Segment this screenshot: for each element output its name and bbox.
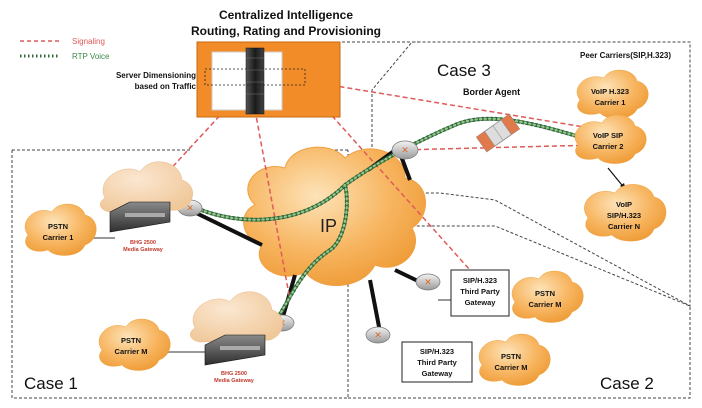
tp-upper-line2: Third Party — [460, 287, 500, 296]
case3-label: Case 3 — [437, 61, 491, 80]
ip-cloud: IP — [243, 146, 426, 286]
cloud-voip-sip-carrier2: VoIP SIP Carrier 2 — [574, 114, 647, 164]
case1-label: Case 1 — [24, 374, 78, 393]
bhg-top-line1: BHG 2500 — [130, 240, 156, 246]
firewall-icon — [475, 113, 521, 153]
voip-h323-line1: VoIP H.323 — [591, 87, 629, 96]
voip-sip-line2: Carrier 2 — [593, 142, 624, 151]
voip-n-line1: VoIP — [616, 200, 632, 209]
bhg-bottom-line1: BHG 2500 — [221, 371, 247, 377]
voip-sip-line1: VoIP SIP — [593, 131, 623, 140]
pstn-m-mid-line1: PSTN — [535, 289, 555, 298]
case3-region — [332, 41, 691, 307]
cloud-pstn-carrier-m-left: PSTN Carrier M — [98, 318, 171, 371]
legend-rtp-label: RTP Voice — [72, 52, 110, 61]
server-note-line2: based on Traffic — [135, 82, 197, 91]
tp-lower-line2: Third Party — [417, 358, 457, 367]
router-icon: ✕ — [424, 277, 432, 287]
tp-upper-line1: SIP/H.323 — [463, 276, 497, 285]
tp-lower-line3: Gateway — [422, 369, 454, 378]
cloud-pstn-carrier1: PSTN Carrier 1 — [24, 203, 97, 256]
case2-label: Case 2 — [600, 374, 654, 393]
server-rack-icon — [245, 47, 265, 115]
pstn-m-mid-line2: Carrier M — [529, 300, 562, 309]
pstn-m-bottom-line1: PSTN — [501, 352, 521, 361]
case2-region — [348, 225, 691, 399]
pstn-carrier1-line1: PSTN — [48, 222, 68, 231]
pstn-m-bottom-line2: Carrier M — [495, 363, 528, 372]
router-case2-lower: ✕ — [365, 326, 391, 344]
voip-n-line3: Carrier N — [608, 222, 640, 231]
router-case3: ✕ — [391, 140, 419, 160]
tp-upper-line3: Gateway — [465, 298, 497, 307]
peer-carriers-label: Peer Carriers(SIP,H.323) — [580, 51, 671, 60]
server-note-line1: Server Dimensioning — [116, 71, 196, 80]
voip-h323-line2: Carrier 1 — [595, 98, 626, 107]
pstn-m-left-line1: PSTN — [121, 336, 141, 345]
third-party-gateway-upper: SIP/H.323 Third Party Gateway — [450, 269, 510, 317]
bhg-top-line2: Media Gateway — [123, 247, 164, 253]
centralized-intelligence: Centralized Intelligence Routing, Rating… — [191, 8, 381, 118]
third-party-gateway-lower: SIP/H.323 Third Party Gateway — [401, 341, 473, 383]
border-agent: Border Agent — [463, 87, 521, 153]
title-line2: Routing, Rating and Provisioning — [191, 24, 381, 38]
cloud-pstn-carrier-m-mid: PSTN Carrier M — [511, 270, 584, 323]
bhg-gateway-bottom: BHG 2500 Media Gateway — [190, 291, 283, 384]
router-icon: ✕ — [374, 330, 382, 340]
pstn-carrier1-line2: Carrier 1 — [43, 233, 74, 242]
router-icon: ✕ — [401, 145, 409, 155]
legend-signaling-label: Signaling — [72, 37, 105, 46]
border-agent-label: Border Agent — [463, 87, 520, 97]
pstn-m-left-line2: Carrier M — [115, 347, 148, 356]
cloud-voip-h323-carrier1: VoIP H.323 Carrier 1 — [576, 69, 649, 119]
cloud-voip-carrier-n: VoIP SIP/H.323 Carrier N — [584, 184, 667, 242]
title-line1: Centralized Intelligence — [219, 8, 353, 22]
ip-label: IP — [320, 216, 337, 236]
bhg-bottom-line2: Media Gateway — [214, 378, 255, 384]
bhg-gateway-top: BHG 2500 Media Gateway — [100, 161, 193, 253]
tp-lower-line1: SIP/H.323 — [420, 347, 454, 356]
dimensioning-marker — [204, 68, 306, 86]
legend: Signaling RTP Voice — [20, 37, 110, 61]
cloud-pstn-carrier-m-bottom: PSTN Carrier M — [478, 333, 551, 386]
router-case2-upper: ✕ — [415, 273, 441, 291]
voip-n-line2: SIP/H.323 — [607, 211, 641, 220]
router-icon: ✕ — [186, 203, 194, 213]
